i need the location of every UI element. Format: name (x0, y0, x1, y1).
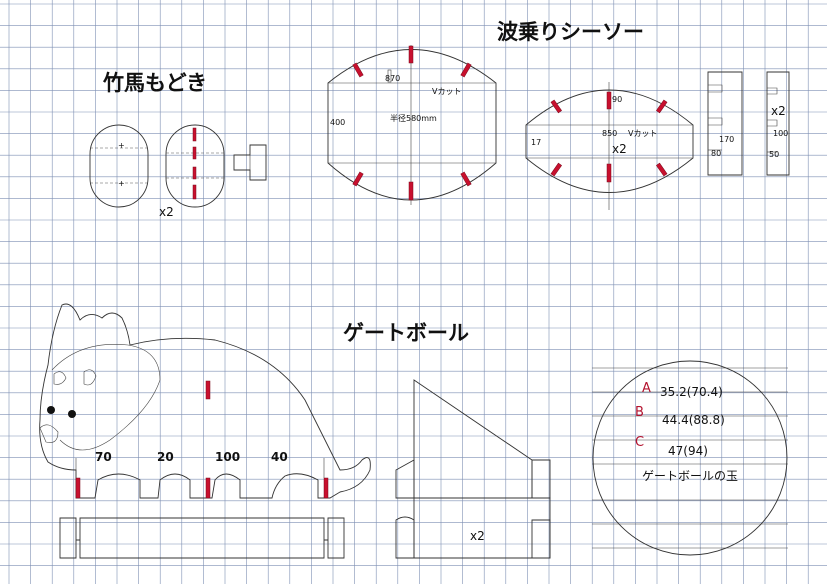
title-takeuma: 竹馬もどき (102, 71, 207, 95)
legs-qty: x2 (771, 104, 786, 118)
seesaw-bottom-board: 90 850 Vカット 17 x2 (525, 82, 694, 210)
seesaw-top-height: 400 (330, 118, 345, 127)
svg-text:+: + (118, 179, 125, 188)
seesaw-top-width: 870 (385, 74, 400, 83)
seesaw-bottom-width: 850 (602, 129, 617, 138)
dino-gap-label-4: 40 (271, 450, 288, 464)
takeuma-disc-slotted (165, 124, 225, 208)
leg2-height: 100 (773, 129, 788, 138)
takeuma-foot-block (233, 144, 267, 181)
seesaw-bottom-height: 90 (612, 95, 622, 104)
gateball-dinosaur: 70 20 100 40 (39, 303, 371, 499)
ball-b-letter: B (635, 405, 644, 420)
takeuma-qty: x2 (159, 205, 174, 219)
dino-eye-left (47, 406, 55, 414)
ball-outline (592, 360, 788, 556)
seesaw-top-radius: 半径580mm (390, 113, 437, 123)
seesaw-legs: 170 80 x2 100 50 (707, 71, 790, 176)
ball-a-letter: A (642, 381, 651, 396)
seesaw-top-board: 870 400 Vカット 半径580mm (327, 45, 497, 205)
svg-text:+: + (118, 141, 125, 150)
ball-b-value: 44.4(88.8) (662, 413, 725, 427)
dino-gap-label-3: 100 (215, 450, 240, 464)
dino-eye-right (68, 410, 76, 418)
ball-c-value: 47(94) (668, 444, 708, 458)
seesaw-bottom-side: 17 (531, 138, 541, 147)
gateball-balls: A 35.2(70.4) B 44.4(88.8) C 47(94) ゲートボー… (592, 360, 788, 556)
ball-c-letter: C (635, 435, 644, 450)
dino-gap-label-1: 70 (95, 450, 112, 464)
ball-caption: ゲートボールの玉 (642, 469, 738, 483)
takeuma-parts: + + x2 (89, 124, 267, 219)
seesaw-bottom-vcut: Vカット (628, 129, 657, 138)
gate-pieces: x2 (395, 379, 551, 559)
seesaw-top-vcut: Vカット (432, 87, 461, 96)
gate-qty: x2 (470, 529, 485, 543)
dino-gap-label-2: 20 (157, 450, 174, 464)
leg1-height: 170 (719, 135, 734, 144)
title-gateball: ゲートボール (343, 321, 469, 345)
leg1-width: 80 (711, 149, 721, 158)
dinosaur-base-plank (59, 517, 345, 559)
title-naminori-seesaw: 波乗りシーソー (497, 20, 644, 44)
leg2-width: 50 (769, 150, 779, 159)
seesaw-bottom-qty: x2 (612, 142, 627, 156)
takeuma-disc-plain (89, 124, 149, 208)
ball-a-value: 35.2(70.4) (660, 385, 723, 399)
